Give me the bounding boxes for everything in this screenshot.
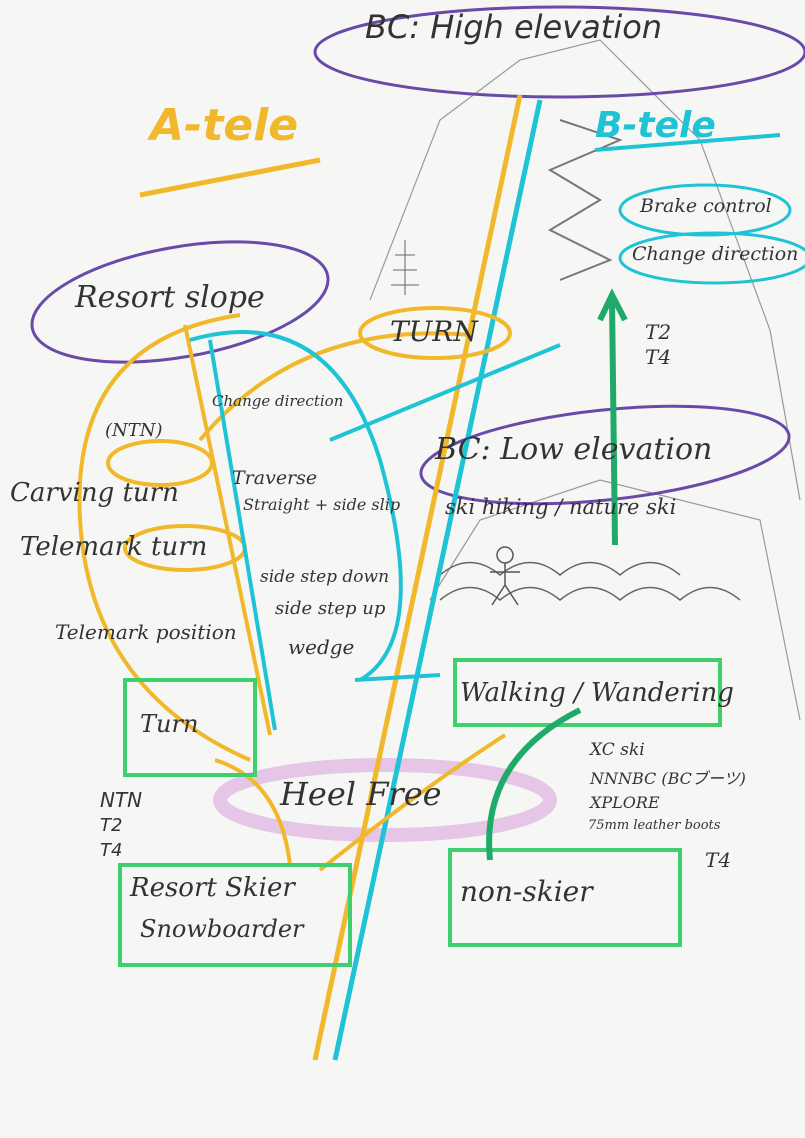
telemark-position-label: Telemark position <box>55 620 237 644</box>
walking-gear-nnnbc: NNNBC (BCブーツ) <box>590 769 746 788</box>
heel-free-arrows <box>214 733 507 872</box>
left-gear-t2: T2 <box>100 815 123 836</box>
bc-low-oval <box>419 404 791 506</box>
mountain-outline <box>369 39 801 721</box>
turn-top-oval <box>358 306 512 360</box>
b-skill-change-direction: Change direction <box>212 392 344 410</box>
b-tele-title: B-tele <box>595 105 716 146</box>
carving-turn-label: Carving turn <box>10 478 179 508</box>
tree-icon <box>391 240 419 295</box>
b-gear-t4: T4 <box>645 345 672 369</box>
green-curve-arrow <box>486 707 582 861</box>
green-arrow-up <box>597 288 628 546</box>
carving-turn-oval <box>106 439 214 487</box>
b-to-top-arrow <box>329 343 561 682</box>
resort-skier-label: Resort Skier <box>130 873 295 903</box>
left-gear-t4: T4 <box>100 840 123 861</box>
walking-gear-xplore: XPLORE <box>590 793 660 812</box>
b-tele-loop <box>189 330 403 731</box>
cyan-divider <box>332 99 543 1061</box>
b-skill-straight-side-slip: Straight + side slip <box>243 495 401 514</box>
b-goal-brake-control: Brake control <box>640 195 772 217</box>
b-skill-wedge: wedge <box>288 635 355 659</box>
walking-wandering-label: Walking / Wandering <box>460 678 734 708</box>
hills <box>439 561 741 601</box>
telemark-turn-label: Telemark turn <box>20 532 208 562</box>
b-skill-side-step-up: side step up <box>275 598 386 619</box>
ski-track <box>547 119 623 281</box>
b-gear-t2: T2 <box>645 320 672 344</box>
ntn-label: (NTN) <box>105 420 163 441</box>
brake-control-oval <box>618 183 792 237</box>
bc-high-elevation-label: BC: High elevation <box>365 8 663 46</box>
non-skier-box <box>448 848 682 947</box>
turn-box <box>123 678 257 777</box>
walking-gear-t4: T4 <box>705 848 732 872</box>
b-skill-traverse: Traverse <box>232 467 318 489</box>
heel-free-label: Heel Free <box>280 775 442 813</box>
non-skier-label: non-skier <box>460 875 593 908</box>
left-gear-ntn: NTN <box>100 788 143 812</box>
walking-box <box>453 658 722 727</box>
b-skill-side-step-down: side step down <box>260 567 390 587</box>
b-goal-change-direction: Change direction <box>632 243 799 265</box>
a-tele-loop <box>77 313 272 762</box>
change-direction-oval <box>618 231 805 285</box>
bc-high-oval <box>313 5 805 99</box>
snowboarder-label: Snowboarder <box>140 915 304 943</box>
a-tele-title: A-tele <box>150 100 299 151</box>
a-tele-underline <box>139 157 321 198</box>
walking-gear-xc-ski: XC ski <box>590 740 645 760</box>
b-tele-underline <box>594 133 781 152</box>
resort-slope-label: Resort slope <box>75 280 265 315</box>
turn-top-label: TURN <box>390 315 478 348</box>
bc-low-elevation-label: BC: Low elevation <box>435 432 713 467</box>
walking-gear-75mm: 75mm leather boots <box>588 818 721 833</box>
a-to-turn-arrow <box>198 331 471 442</box>
turn-label: Turn <box>140 710 199 738</box>
resort-skier-box <box>118 863 352 967</box>
stick-figure-icon <box>490 546 520 606</box>
ski-hiking-label: ski hiking / nature ski <box>445 495 677 519</box>
